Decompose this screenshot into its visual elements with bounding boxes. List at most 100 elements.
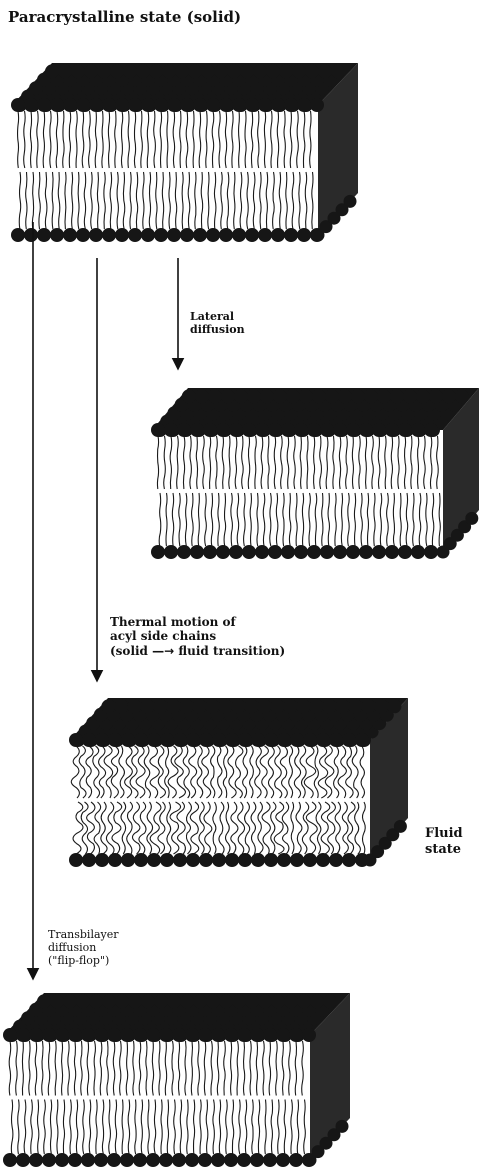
lipid-head — [289, 1028, 303, 1042]
lipid-head — [198, 1028, 212, 1042]
bilayer-fluid-block — [69, 698, 408, 867]
thermal-label-line-1: Thermal motion of — [110, 615, 340, 629]
bilayer-solid-block — [11, 63, 358, 242]
lipid-head — [141, 228, 155, 242]
lipid-head — [424, 545, 438, 559]
lipid-head — [338, 389, 352, 403]
lipid-head — [154, 98, 168, 112]
lipid-head — [89, 98, 103, 112]
lipid-head — [206, 994, 220, 1008]
lipid-head — [166, 699, 180, 713]
lipid-head — [68, 1028, 82, 1042]
lipid-head — [81, 1028, 95, 1042]
thermal-motion-label: Thermal motion of acyl side chains (soli… — [110, 615, 340, 658]
lipid-head — [193, 228, 207, 242]
lipid-head — [205, 699, 219, 713]
lipid-head — [211, 1153, 225, 1167]
trans-label-line-1: Transbilayer — [48, 928, 168, 941]
bilayer-flipflop-block — [3, 993, 350, 1167]
lipid-head — [198, 1153, 212, 1167]
lipid-head — [82, 733, 96, 747]
lipid-head — [302, 1028, 316, 1042]
lipid-head — [284, 228, 298, 242]
lipid-head — [186, 733, 200, 747]
lipid-head — [101, 699, 115, 713]
lipid-head — [424, 423, 438, 437]
lipid-head — [231, 699, 245, 713]
lipid-head — [159, 1153, 173, 1167]
lipid-head — [361, 699, 375, 713]
lipid-head — [322, 699, 336, 713]
lipid-head — [390, 389, 404, 403]
lipid-head — [102, 228, 116, 242]
lipid-head — [232, 994, 246, 1008]
lipid-head — [188, 64, 202, 78]
lipid-head — [180, 994, 194, 1008]
lipid-head — [219, 994, 233, 1008]
lipid-head — [172, 1028, 186, 1042]
lipid-head — [218, 699, 232, 713]
lipid-head — [429, 389, 443, 403]
lipid-head — [346, 545, 360, 559]
lipid-head — [263, 1153, 277, 1167]
thermal-label-line-3-right: fluid transition) — [178, 644, 285, 658]
lipid-head — [212, 733, 226, 747]
lipid-head — [377, 389, 391, 403]
lipid-head — [309, 699, 323, 713]
lipid-head — [147, 853, 161, 867]
lipid-head — [318, 64, 332, 78]
lipid-head — [284, 994, 298, 1008]
lipid-head — [227, 64, 241, 78]
lipid-head — [258, 228, 272, 242]
lipid-head — [102, 98, 116, 112]
lipid-head — [385, 423, 399, 437]
lipid-head — [68, 1153, 82, 1167]
lipid-head — [250, 1028, 264, 1042]
lipid-head — [146, 1028, 160, 1042]
lipid-head — [154, 994, 168, 1008]
lipid-head — [95, 733, 109, 747]
lateral-diffusion-label: Lateral diffusion — [190, 310, 280, 336]
lipid-head — [55, 1153, 69, 1167]
lipid-head — [3, 1028, 17, 1042]
lipid-head — [305, 64, 319, 78]
lipid-head — [307, 423, 321, 437]
lipid-head — [216, 423, 230, 437]
trans-label-line-2: diffusion — [48, 941, 168, 954]
lipid-head — [294, 545, 308, 559]
lipid-head — [342, 733, 356, 747]
lipid-head — [3, 1153, 17, 1167]
lipid-head — [63, 98, 77, 112]
lipid-head — [177, 423, 191, 437]
lipid-head — [394, 820, 407, 833]
lipid-head — [190, 423, 204, 437]
lipid-head — [140, 699, 154, 713]
lipid-head — [133, 1028, 147, 1042]
lipid-head — [276, 1153, 290, 1167]
lipid-head — [29, 1153, 43, 1167]
lateral-label-line-2: diffusion — [190, 323, 280, 336]
lipid-head — [216, 545, 230, 559]
lipid-head — [372, 545, 386, 559]
lipid-head — [297, 98, 311, 112]
lipid-head — [42, 1153, 56, 1167]
lipid-head — [229, 423, 243, 437]
lipid-head — [270, 699, 284, 713]
lipid-head — [398, 545, 412, 559]
lipid-head — [128, 994, 142, 1008]
lipid-head — [331, 64, 345, 78]
lipid-head — [164, 423, 178, 437]
lipid-head — [164, 545, 178, 559]
lipid-head — [134, 853, 148, 867]
lipid-head — [179, 699, 193, 713]
lipid-head — [329, 733, 343, 747]
lipid-head — [245, 98, 259, 112]
lipid-head — [151, 423, 165, 437]
lipid-head — [94, 1028, 108, 1042]
lipid-head — [411, 423, 425, 437]
lipid-head — [294, 423, 308, 437]
fluid-label-line-2: state — [425, 842, 463, 858]
lipid-head — [186, 853, 200, 867]
lipid-head — [69, 733, 83, 747]
